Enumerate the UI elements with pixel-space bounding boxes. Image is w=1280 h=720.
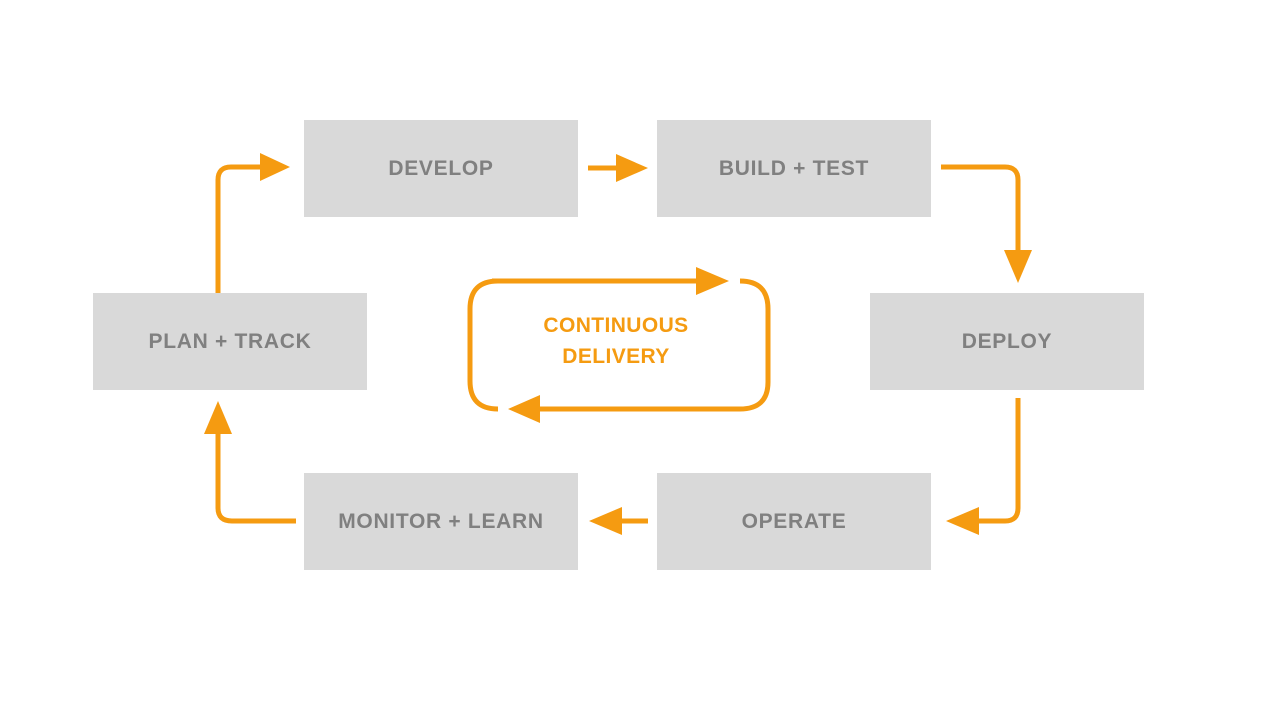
stage-label-monitor-learn: MONITOR + LEARN	[338, 509, 544, 533]
stage-box-operate[interactable]: OPERATE	[657, 473, 931, 570]
connector-monitor-to-plan	[204, 401, 296, 524]
stage-box-deploy[interactable]: DEPLOY	[870, 293, 1144, 390]
continuous-delivery-label: CONTINUOUS DELIVERY	[470, 310, 762, 372]
stage-label-operate: OPERATE	[741, 509, 847, 533]
connector-plan-to-develop	[215, 153, 290, 293]
connector-deploy-to-operate	[946, 398, 1021, 535]
stage-box-build-test[interactable]: BUILD + TEST	[657, 120, 931, 217]
stage-label-deploy: DEPLOY	[961, 329, 1053, 353]
stage-label-develop: DEVELOP	[388, 156, 494, 180]
stage-label-plan-track: PLAN + TRACK	[148, 329, 312, 353]
stage-box-plan-track[interactable]: PLAN + TRACK	[93, 293, 367, 390]
connector-build-to-deploy	[941, 164, 1032, 283]
continuous-delivery-loop	[467, 267, 771, 423]
continuous-delivery-label-line2: DELIVERY	[562, 345, 670, 368]
stage-box-monitor-learn[interactable]: MONITOR + LEARN	[304, 473, 578, 570]
connector-develop-to-build	[588, 154, 648, 182]
connector-operate-to-monitor	[589, 507, 648, 535]
continuous-delivery-label-line1: CONTINUOUS	[543, 314, 689, 337]
stage-label-build-test: BUILD + TEST	[718, 156, 870, 180]
stage-box-develop[interactable]: DEVELOP	[304, 120, 578, 217]
